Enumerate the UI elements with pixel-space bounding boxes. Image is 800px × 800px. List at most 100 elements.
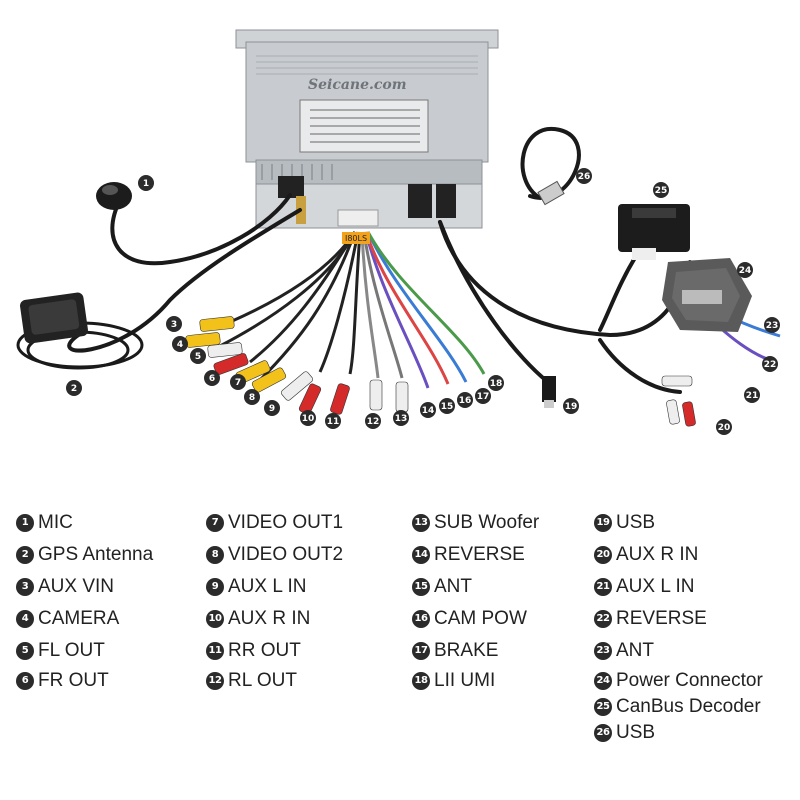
callout-9: 9 (264, 400, 280, 416)
legend-number-badge: 9 (206, 578, 224, 596)
legend-number-badge: 8 (206, 546, 224, 564)
rca-connectors (185, 316, 696, 427)
callout-3: 3 (166, 316, 182, 332)
callout-number: 2 (71, 384, 77, 394)
legend-label: RR OUT (228, 640, 301, 661)
callout-13: 13 (393, 410, 409, 426)
callout-2: 2 (66, 380, 82, 396)
legend-label: ANT (616, 640, 654, 661)
callout-number: 1 (143, 179, 149, 189)
callout-19: 19 (563, 398, 579, 414)
callout-4: 4 (172, 336, 188, 352)
callout-14: 14 (420, 402, 436, 418)
callout-5: 5 (190, 348, 206, 364)
canbus-decoder (618, 204, 690, 260)
callout-number: 23 (766, 321, 779, 331)
legend-number-badge: 10 (206, 610, 224, 628)
power-connector (662, 258, 752, 332)
legend-number-badge: 5 (16, 642, 34, 660)
legend-number-badge: 20 (594, 546, 612, 564)
callout-number: 11 (327, 417, 340, 427)
callout-number: 9 (269, 404, 275, 414)
legend-number-badge: 21 (594, 578, 612, 596)
legend-number-badge: 2 (16, 546, 34, 564)
legend-label: ANT (434, 576, 472, 597)
legend-number-badge: 6 (16, 672, 34, 690)
legend-number-badge: 4 (16, 610, 34, 628)
callout-number: 5 (195, 352, 201, 362)
callout-number: 19 (565, 402, 578, 412)
svg-text:I80LS: I80LS (345, 234, 367, 243)
harness-tag (342, 232, 370, 244)
callout-number: 8 (249, 393, 255, 403)
legend-label: CAM POW (434, 608, 527, 629)
legend-number-badge: 24 (594, 672, 612, 690)
legend-number-badge: 14 (412, 546, 430, 564)
legend-label: RL OUT (228, 670, 297, 691)
callout-number: 15 (441, 402, 454, 412)
callout-18: 18 (488, 375, 504, 391)
legend-number-badge: 7 (206, 514, 224, 532)
callout-number: 22 (764, 360, 777, 370)
callout-15: 15 (439, 398, 455, 414)
callout-17: 17 (475, 388, 491, 404)
legend-label: AUX L IN (228, 576, 307, 597)
legend-label: CAMERA (38, 608, 120, 629)
callout-16: 16 (457, 392, 473, 408)
callout-6: 6 (204, 370, 220, 386)
callout-number: 7 (235, 378, 241, 388)
callout-12: 12 (365, 413, 381, 429)
usb-plug-19 (542, 376, 556, 408)
usb-plug-26 (537, 180, 565, 206)
callout-number: 18 (490, 379, 503, 389)
callout-number: 21 (746, 391, 759, 401)
microphone (96, 182, 132, 210)
callout-number: 26 (578, 172, 591, 182)
legend-number-badge: 13 (412, 514, 430, 532)
brand-watermark: Seicane.com (308, 77, 407, 93)
callout-24: 24 (737, 262, 753, 278)
legend-label: REVERSE (616, 608, 707, 629)
legend-number-badge: 26 (594, 724, 612, 742)
legend-label: BRAKE (434, 640, 499, 661)
legend-label: MIC (38, 512, 73, 533)
callout-1: 1 (138, 175, 154, 191)
head-unit: Seicane.com (235, 29, 499, 229)
callout-number: 4 (177, 340, 183, 350)
callout-number: 10 (302, 414, 315, 424)
legend-label: CanBus Decoder (616, 696, 761, 717)
legend-label: AUX R IN (616, 544, 699, 565)
legend-number-badge: 17 (412, 642, 430, 660)
legend-label: USB (616, 722, 656, 743)
callout-number: 20 (718, 423, 731, 433)
legend-number-badge: 22 (594, 610, 612, 628)
callout-8: 8 (244, 389, 260, 405)
callout-10: 10 (300, 410, 316, 426)
callout-number: 24 (739, 266, 752, 276)
legend-label: AUX R IN (228, 608, 311, 629)
legend-number-badge: 15 (412, 578, 430, 596)
callout-21: 21 (744, 387, 760, 403)
legend-label: AUX L IN (616, 576, 695, 597)
wiring-diagram: Seicane.com (16, 29, 781, 435)
